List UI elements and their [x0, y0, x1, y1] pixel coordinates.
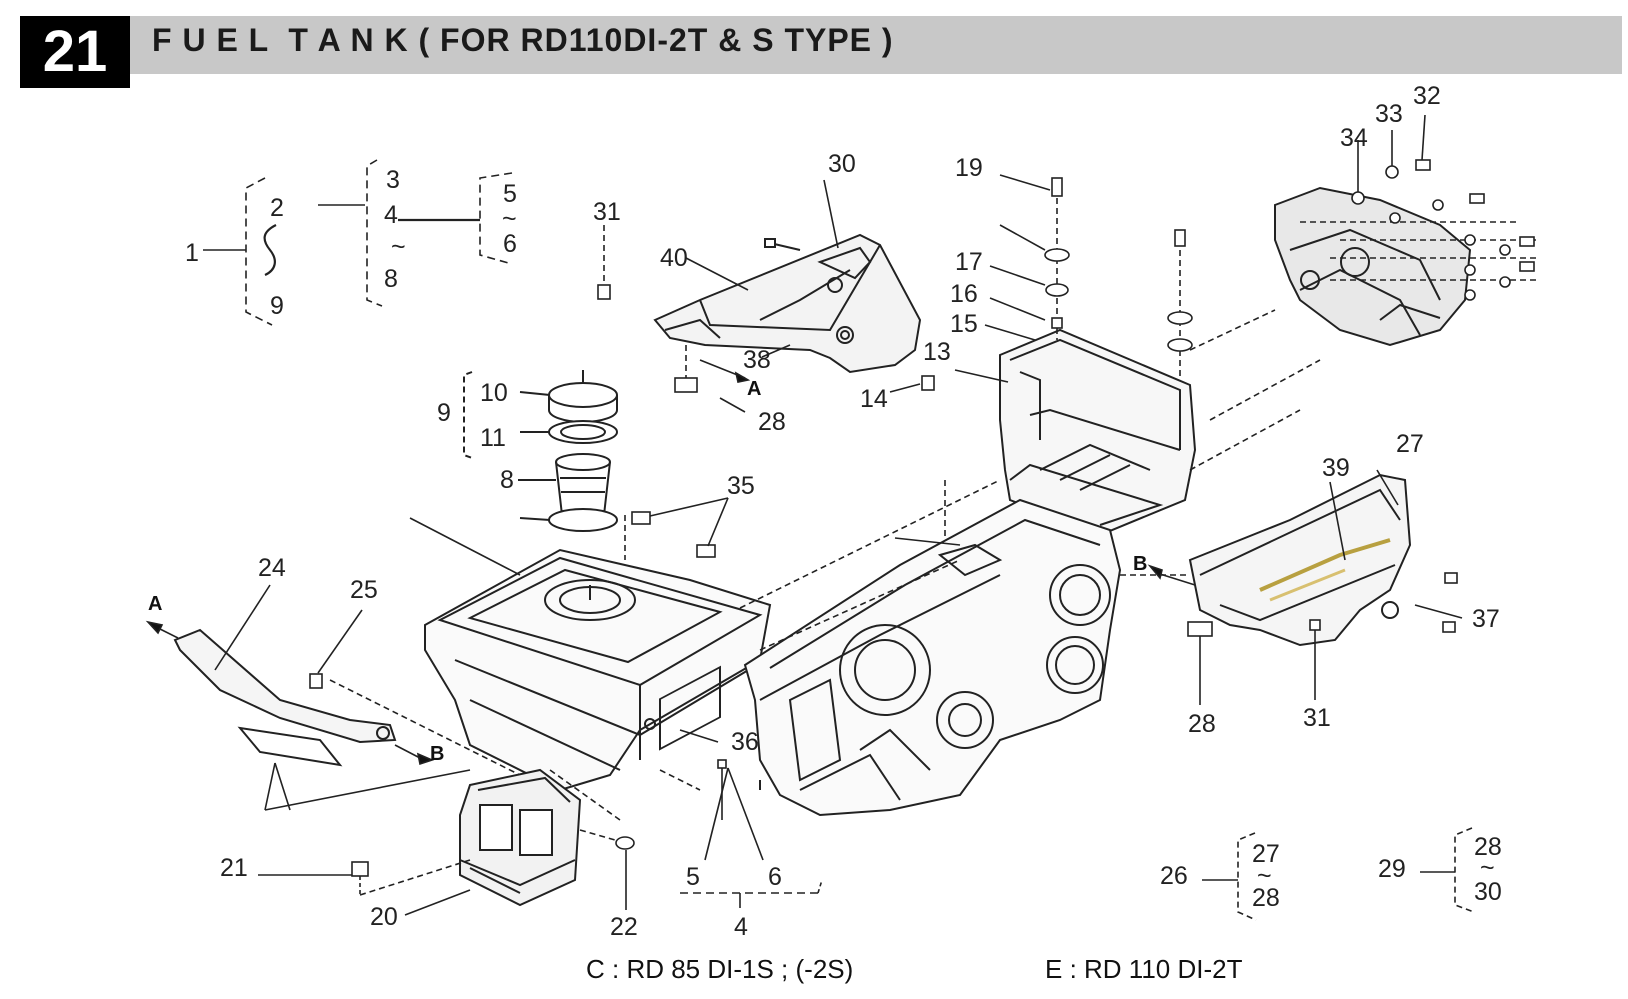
callout-4: 4	[384, 201, 398, 229]
callout-16: 16	[950, 280, 978, 308]
callout-15: 15	[950, 310, 978, 338]
callout-28-top: 28	[758, 408, 786, 436]
bolt-31-top	[597, 225, 611, 300]
callout-30: 30	[828, 150, 856, 178]
range-tilde: ~	[1480, 854, 1495, 882]
kit-bracket-1-9	[203, 177, 365, 326]
callout-25: 25	[350, 576, 378, 604]
callout-28-kit: 28	[1252, 884, 1280, 912]
callout-5: 5	[503, 180, 517, 208]
callout-30-kit: 30	[1474, 878, 1502, 906]
filler-cap-assembly	[463, 370, 618, 532]
caption-model-c: C : RD 85 DI-1S ; (-2S)	[586, 954, 854, 984]
callout-2: 2	[270, 194, 284, 222]
callout-32: 32	[1413, 82, 1441, 110]
callout-27-kit: 27	[1252, 840, 1280, 868]
callout-28-right: 28	[1188, 710, 1216, 738]
callout-4-bottom: 4	[734, 913, 748, 941]
arrow-a-top: A	[747, 378, 761, 400]
callout-31-right: 31	[1303, 704, 1331, 732]
callout-8: 8	[384, 265, 398, 293]
callout-35: 35	[727, 472, 755, 500]
callout-19: 19	[955, 154, 983, 182]
callout-13: 13	[923, 338, 951, 366]
callout-28-kit2: 28	[1474, 833, 1502, 861]
callout-36: 36	[731, 728, 759, 756]
callout-8-strainer: 8	[500, 466, 514, 494]
callout-40: 40	[660, 244, 688, 272]
engine-crankcase	[743, 498, 1122, 817]
callout-11: 11	[480, 424, 506, 452]
arrow-b-left: B	[430, 743, 444, 765]
callout-9-cap: 9	[437, 399, 451, 427]
callout-6-bottom: 6	[768, 863, 782, 891]
callout-24: 24	[258, 554, 286, 582]
callout-39: 39	[1322, 454, 1350, 482]
callout-31-top: 31	[593, 198, 621, 226]
callout-22: 22	[610, 913, 638, 941]
callout-1: 1	[185, 239, 199, 267]
range-tilde: ~	[391, 233, 406, 261]
callout-26: 26	[1160, 862, 1188, 890]
kit-bracket-5-6	[479, 172, 513, 265]
tank-side-cover	[653, 233, 922, 374]
callout-38: 38	[743, 346, 771, 374]
callout-29: 29	[1378, 855, 1406, 883]
top-right-housing-cover	[1274, 186, 1472, 347]
arrow-b-right: B	[1133, 553, 1147, 575]
range-tilde: ~	[1257, 862, 1272, 890]
fuel-tank	[424, 548, 772, 792]
bolt-washer-stack-right	[1167, 229, 1193, 380]
page-title: F U E L T A N K ( FOR RD110DI-2T & S TYP…	[152, 22, 894, 58]
arrow-a-left: A	[148, 593, 162, 615]
callout-10: 10	[480, 379, 508, 407]
callout-6: 6	[503, 230, 517, 258]
callout-3: 3	[386, 166, 400, 194]
tank-stay-bracket	[173, 628, 397, 767]
callout-27: 27	[1396, 430, 1424, 458]
title-bar	[130, 16, 1622, 74]
section-number-badge: 21	[20, 16, 130, 88]
callout-37: 37	[1472, 605, 1500, 633]
callout-20: 20	[370, 903, 398, 931]
callout-17: 17	[955, 248, 983, 276]
callout-33: 33	[1375, 100, 1403, 128]
callout-34: 34	[1340, 124, 1368, 152]
right-side-cover	[1188, 473, 1412, 647]
callout-14: 14	[860, 385, 888, 413]
callout-21: 21	[220, 854, 248, 882]
tank-mounting-stand	[459, 768, 582, 907]
range-tilde: ~	[502, 205, 517, 233]
callout-5-bottom: 5	[686, 863, 700, 891]
bolt-washer-stack	[989, 174, 1070, 340]
callout-9: 9	[270, 292, 284, 320]
kit-bracket-3-8	[366, 159, 480, 307]
caption-model-e: E : RD 110 DI-2T	[1045, 954, 1243, 984]
tank-support-frame	[999, 328, 1197, 537]
